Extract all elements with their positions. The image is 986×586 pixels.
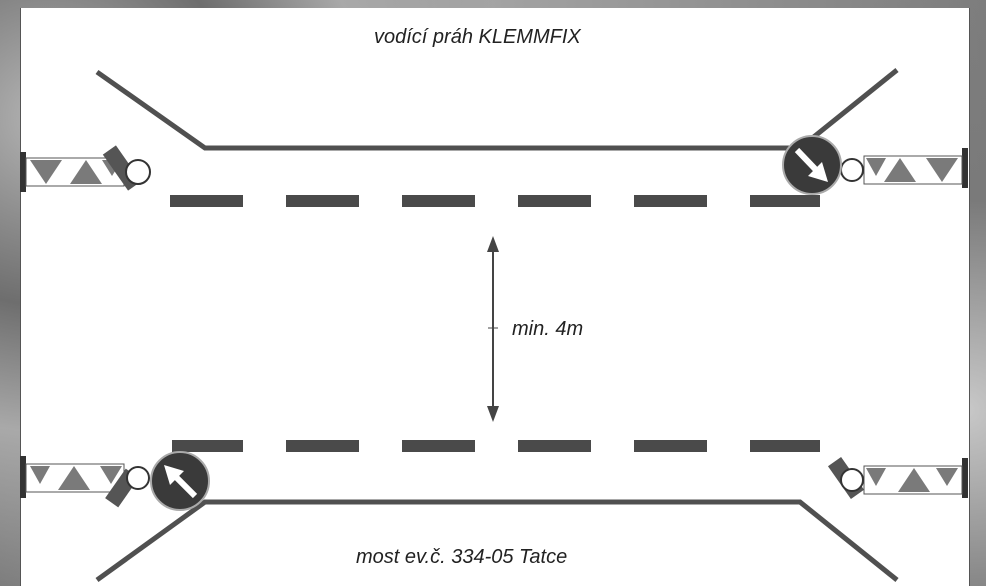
striped-barrier-icon (20, 456, 150, 508)
bottom-dashed-line (172, 440, 820, 452)
width-note: min. 4m (512, 318, 584, 340)
keep-right-arrow-sign-icon (782, 135, 842, 195)
top-title: vodící práh KLEMMFIX (374, 26, 581, 48)
double-arrow-icon (487, 236, 499, 422)
top-edge-line (95, 68, 899, 151)
keep-left-arrow-sign-icon (150, 451, 210, 511)
striped-barrier-icon (827, 457, 968, 499)
warning-lamp-icon (840, 158, 864, 182)
top-dashed-line (170, 195, 820, 207)
striped-barrier-icon (20, 145, 151, 192)
warning-lamp-icon (840, 468, 864, 492)
striped-barrier-icon (840, 148, 968, 188)
bottom-edge-line (95, 499, 899, 583)
warning-lamp-icon (125, 159, 151, 185)
bottom-title: most ev.č. 334-05 Tatce (356, 546, 568, 568)
warning-lamp-icon (126, 466, 150, 490)
